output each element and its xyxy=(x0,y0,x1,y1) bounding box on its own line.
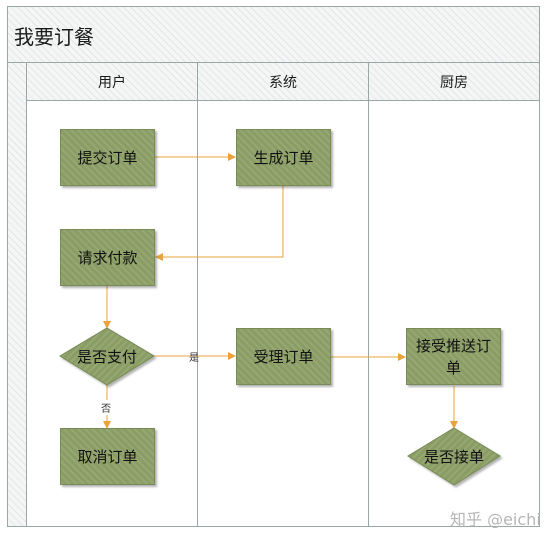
lane-header-kitchen: 厨房 xyxy=(369,63,539,101)
node-submit-order[interactable]: 提交订单 xyxy=(60,129,155,186)
lane-system: 系统 xyxy=(198,63,369,526)
lane-kitchen: 厨房 xyxy=(369,63,539,526)
node-request-payment[interactable]: 请求付款 xyxy=(60,229,155,286)
node-cancel-order[interactable]: 取消订单 xyxy=(60,428,155,485)
decision-is-accepted-shape xyxy=(407,427,501,486)
diagram-title-bar: 我要订餐 xyxy=(8,7,539,63)
edge-label-no: 否 xyxy=(101,400,111,415)
node-accept-order[interactable]: 受理订单 xyxy=(236,328,331,385)
lane-user: 用户 xyxy=(27,63,198,526)
watermark: 知乎 @eichi xyxy=(450,510,541,529)
node-receive-push-order[interactable]: 接受推送订单 xyxy=(406,328,501,385)
decision-is-paid-label[interactable]: 是否支付 xyxy=(76,348,137,366)
lane-header-user: 用户 xyxy=(27,63,197,101)
edge-label-yes: 是 xyxy=(189,353,199,364)
connector-generate-to-request xyxy=(155,186,284,261)
decision-is-paid-shape xyxy=(59,327,155,386)
node-generate-order[interactable]: 生成订单 xyxy=(236,129,331,186)
swimlane-diagram: 我要订餐 用户 系统 厨房 xyxy=(7,6,540,527)
diagram-title: 我要订餐 xyxy=(14,25,94,49)
decision-is-accepted-label[interactable]: 是否接单 xyxy=(423,448,484,466)
pool-left-strip xyxy=(8,63,27,526)
lane-header-system: 系统 xyxy=(198,63,368,101)
